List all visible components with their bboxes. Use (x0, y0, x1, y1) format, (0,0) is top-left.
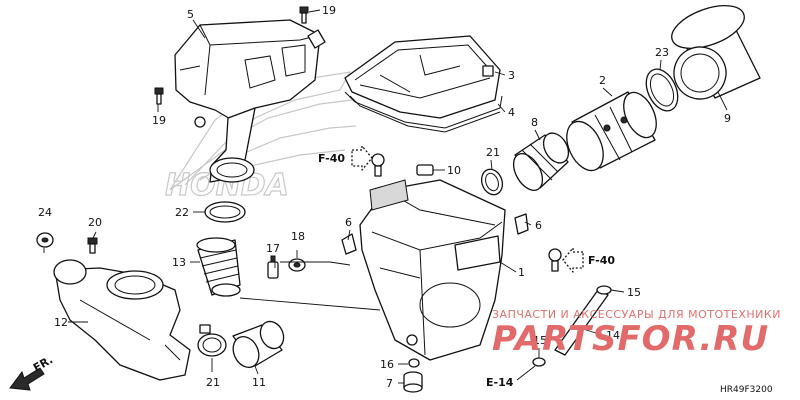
callout-6-left: 6 (345, 216, 352, 229)
part-15-clip-upper (596, 285, 612, 295)
part-16-plug (408, 358, 420, 368)
callout-19-top: 19 (322, 4, 336, 17)
part-11-joint (232, 320, 285, 369)
callout-18: 18 (291, 230, 305, 243)
callout-12: 12 (54, 316, 68, 329)
part-3-air-cleaner-case-cover (344, 35, 501, 119)
callout-15-lower: 15 (533, 334, 547, 347)
callout-17: 17 (266, 242, 280, 255)
part-7-drain-cap (403, 371, 423, 393)
callout-16: 16 (380, 358, 394, 371)
part-12-inlet-duct (53, 259, 191, 381)
part-18-cap (288, 258, 306, 272)
part-13-boot (196, 237, 241, 297)
part-8-connecting-tube (512, 132, 570, 191)
intake-snorkel (209, 107, 256, 183)
callout-23: 23 (655, 46, 669, 59)
callout-numbers: 5 19 3 4 19 22 23 2 9 8 21 10 6 6 1 17 1… (38, 4, 731, 390)
callout-21-lower: 21 (206, 376, 220, 389)
watermark-banner: ЗАПЧАСТИ И АКСЕССУАРЫ ДЛЯ МОТОТЕХНИКИ (492, 308, 781, 321)
reference-arrow-f40-left (351, 145, 373, 171)
leader-lines (43, 9, 728, 384)
part-21-clamp-lower (197, 324, 227, 357)
callout-7: 7 (386, 377, 393, 390)
part-5-airbox-cover (174, 19, 326, 121)
part-6-clip-right (514, 213, 529, 235)
callout-5: 5 (187, 8, 194, 21)
part-23-band-clamp (645, 68, 679, 112)
callout-1: 1 (518, 266, 525, 279)
callout-22: 22 (175, 206, 189, 219)
part-15-clip-lower (532, 357, 546, 367)
callout-3: 3 (508, 69, 515, 82)
callout-21-right: 21 (486, 146, 500, 159)
watermark-logo: PARTSFOR.RU (492, 319, 769, 359)
part-2-filter-cage (566, 91, 657, 172)
callout-10: 10 (447, 164, 461, 177)
part-19-bolt-top (299, 6, 309, 24)
callout-15-upper: 15 (627, 286, 641, 299)
part-17-sensor (267, 255, 279, 279)
part-10-grommet (416, 164, 434, 176)
callout-24: 24 (38, 206, 52, 219)
reference-f40-left: F-40 (318, 152, 345, 165)
callout-13: 13 (172, 256, 186, 269)
callout-8: 8 (531, 116, 538, 129)
part-20-bolt (87, 237, 98, 254)
reference-f40-right: F-40 (588, 254, 615, 267)
callout-14: 14 (606, 329, 620, 342)
fastener-f40-left (371, 153, 385, 177)
part-9-air-filter-element (671, 5, 761, 100)
callout-2: 2 (599, 74, 606, 87)
reference-e14: E-14 (486, 376, 514, 389)
callout-9: 9 (724, 112, 731, 125)
front-label: FR. (31, 353, 55, 374)
part-21-clamp-right (480, 168, 504, 196)
callout-20: 20 (88, 216, 102, 229)
watermark: ЗАПЧАСТИ И АКСЕССУАРЫ ДЛЯ МОТОТЕХНИКИ PA… (492, 308, 781, 359)
part-1-air-cleaner-case (359, 179, 506, 361)
part-19-bolt-left (154, 87, 206, 128)
callout-6-right: 6 (535, 219, 542, 232)
part-24-clamp-small (36, 232, 54, 248)
diagram-code: HR49F3200 (720, 385, 773, 395)
reference-arrow-f40-right (562, 247, 584, 273)
callout-4: 4 (508, 106, 515, 119)
callout-11: 11 (252, 376, 266, 389)
callout-19-left: 19 (152, 114, 166, 127)
part-22-band-clamp (204, 201, 246, 223)
fastener-f40-right (548, 248, 562, 272)
front-direction-arrow: FR. (9, 353, 55, 391)
